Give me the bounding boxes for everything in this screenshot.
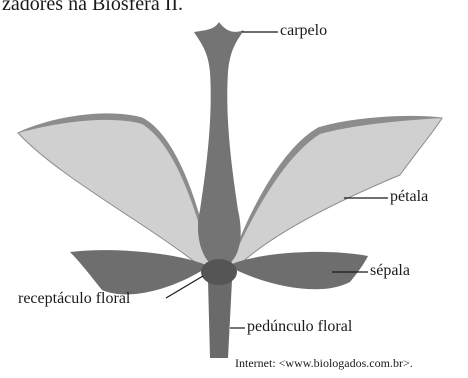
source-credit: Internet: <www.biologados.com.br>. bbox=[235, 356, 413, 371]
label-pedunculo-floral: pedúnculo floral bbox=[247, 318, 352, 336]
label-receptaculo-floral: receptáculo floral bbox=[18, 290, 130, 308]
left-petal bbox=[18, 114, 210, 270]
left-sepal bbox=[70, 250, 206, 294]
receptacle bbox=[201, 259, 237, 285]
right-sepal bbox=[232, 252, 368, 289]
label-carpelo: carpelo bbox=[280, 22, 327, 40]
carpel bbox=[194, 22, 244, 266]
label-petala: pétala bbox=[390, 188, 428, 206]
label-sepala: sépala bbox=[370, 262, 410, 280]
peduncle bbox=[208, 280, 232, 358]
header-fragment: zadores na Biosfera II. bbox=[2, 0, 183, 16]
